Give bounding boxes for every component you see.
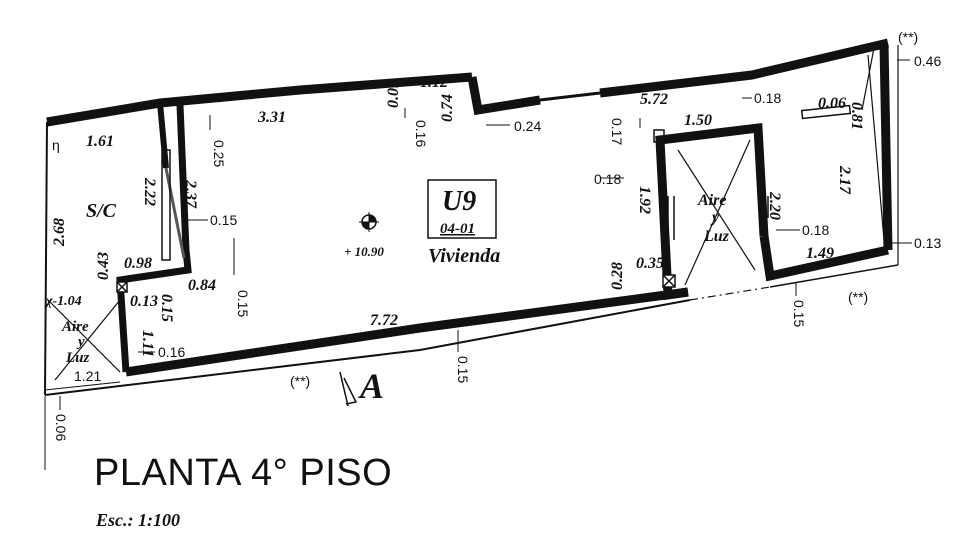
dim: 0.81	[848, 102, 865, 130]
dim: 1.61	[86, 133, 114, 150]
dim: 0.24	[514, 118, 541, 134]
unit-sub: 04-01	[440, 221, 475, 237]
dim: 5.72	[640, 91, 668, 108]
unit-label-box	[427, 179, 497, 239]
section-mark-icon	[339, 371, 358, 407]
dim: 0.46	[914, 53, 941, 69]
dim: 2.17	[836, 165, 853, 195]
dim: 7.72	[370, 312, 398, 329]
dim: 3.31	[257, 109, 286, 126]
court-luz-left: Luz	[65, 350, 90, 366]
dim: 0.06	[53, 414, 69, 441]
dim: 0.18	[802, 222, 829, 238]
bold-dimensions: 1.61 3.31 1.12 0.74 0.09 5.72 1.50 0.06 …	[51, 74, 865, 357]
dim: 0.43	[95, 252, 112, 280]
note-right: (**)	[848, 289, 868, 305]
dim: 1.50	[684, 112, 712, 129]
dimension-leaders	[44, 59, 912, 470]
note-top-right: (**)	[898, 29, 918, 45]
court-y-left: y	[76, 334, 85, 350]
dim: 0.15	[235, 290, 251, 317]
dim: 0.15	[158, 294, 175, 322]
shaft-markers	[116, 274, 676, 293]
dim: 0.17	[609, 118, 625, 145]
dim: 0.28	[609, 262, 626, 290]
dim: 1.49	[806, 245, 834, 262]
section-label: A	[358, 366, 384, 406]
dim: 2.22	[141, 177, 158, 206]
unit-use: Vivienda	[428, 245, 500, 267]
dim: 0.16	[158, 344, 185, 360]
unit-code: U9	[442, 186, 476, 217]
dim: 0.09	[385, 80, 402, 108]
level-value: + 10.90	[344, 244, 384, 259]
room-sc: S/C	[86, 200, 117, 222]
chi-mark: χ-1.04	[44, 294, 82, 309]
dim: 2.68	[51, 218, 68, 247]
court-luz: Luz	[703, 228, 730, 245]
dim: 0.74	[439, 94, 456, 122]
note-bottom: (**)	[290, 373, 310, 389]
plan-scale: Esc.: 1:100	[96, 510, 180, 530]
court-y: y	[710, 209, 720, 226]
court-aire-left: Aire	[61, 319, 89, 335]
dim: 1.21	[74, 368, 101, 384]
dim: 1.92	[636, 186, 653, 214]
plan-title: PLANTA 4° PISO	[94, 452, 393, 494]
dim: 0.18	[594, 171, 621, 187]
boundary-lines	[44, 45, 899, 396]
eta-mark: η	[52, 137, 60, 153]
small-dimensions: 0.16 0.24 0.25 0.17 0.18 0.46 0.15 0.15 …	[53, 53, 941, 441]
walls	[44, 38, 893, 396]
court-aire: Aire	[697, 192, 726, 209]
court-diagonals	[47, 47, 885, 381]
dim: 0.84	[188, 277, 216, 294]
dim: 1.11	[139, 330, 156, 357]
dim: 2.37	[182, 179, 199, 209]
dim: 0.15	[210, 212, 237, 228]
dim: 0.15	[791, 300, 807, 327]
dim: 0.18	[754, 90, 781, 106]
dim: 0.16	[413, 120, 429, 147]
dim: 1.12	[420, 74, 448, 91]
dim: 0.13	[914, 235, 941, 251]
dim: 0.98	[124, 255, 152, 272]
dim: 0.15	[455, 356, 471, 383]
dim: 0.25	[211, 140, 227, 167]
dim: 0.06	[818, 95, 846, 112]
dim: 0.13	[130, 293, 158, 310]
window-lines	[161, 104, 852, 261]
dim: 0.35	[636, 255, 664, 272]
level-marker-icon	[359, 212, 379, 232]
dim: 2.20	[766, 191, 783, 220]
